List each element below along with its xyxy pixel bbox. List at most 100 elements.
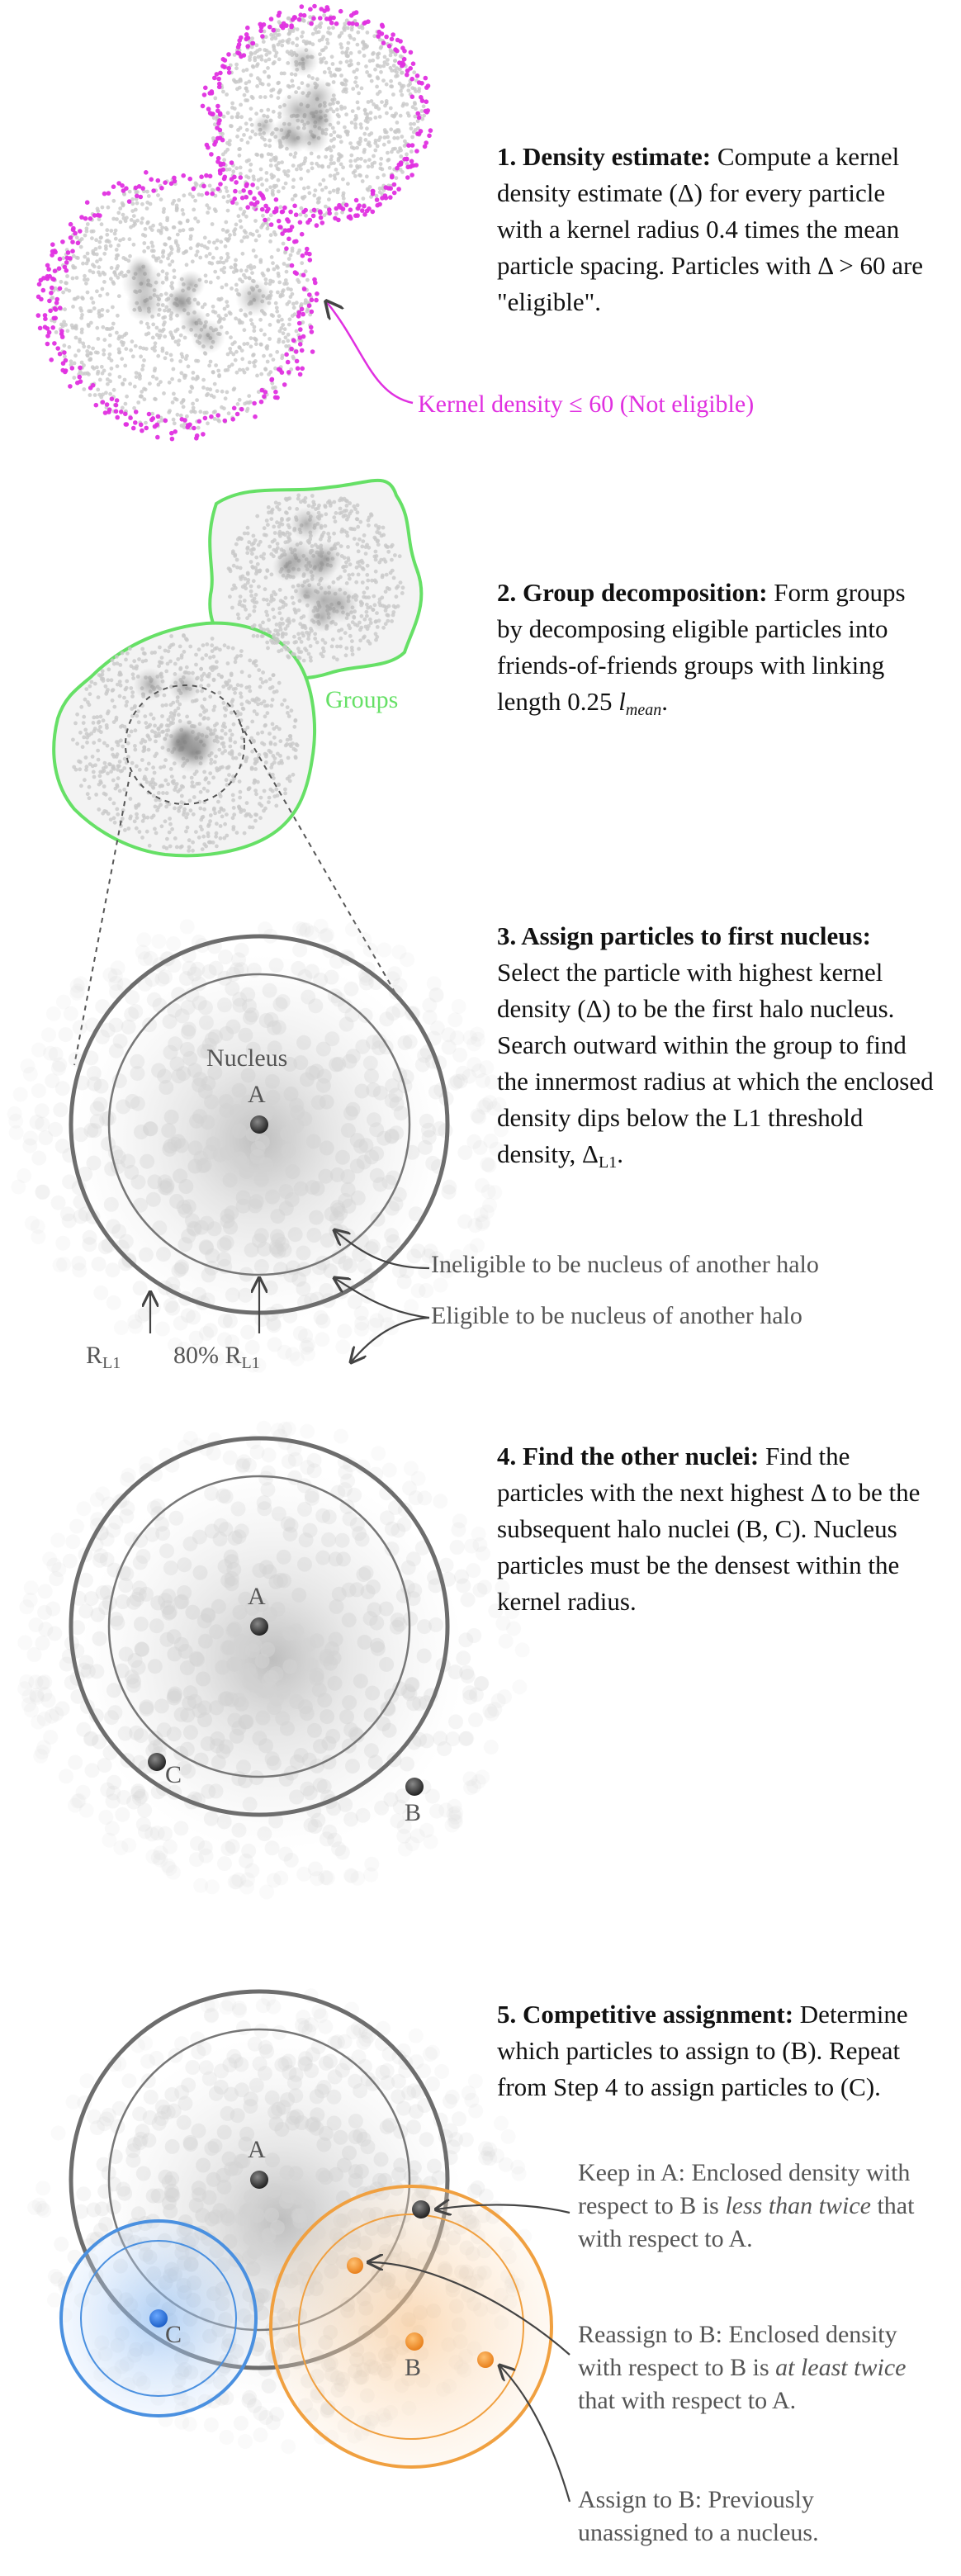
particle: [319, 1094, 334, 1110]
ineligible-particle: [201, 432, 206, 437]
particle: [78, 760, 83, 765]
particle: [410, 1283, 426, 1299]
particle: [172, 225, 177, 230]
particle: [363, 159, 367, 163]
particle: [423, 1834, 438, 1849]
particle: [62, 320, 66, 324]
particle: [182, 193, 187, 198]
particle: [447, 1075, 463, 1091]
particle: [299, 640, 304, 644]
ineligible-particle: [347, 21, 352, 26]
ineligible-particle: [116, 181, 121, 186]
ineligible-particle: [68, 384, 73, 389]
particle: [326, 164, 331, 169]
particle: [296, 1245, 311, 1261]
particle: [457, 1145, 473, 1160]
particle: [324, 1641, 340, 1657]
particle: [133, 728, 138, 733]
ineligible-particle: [140, 186, 145, 191]
particle: [108, 1612, 124, 1627]
particle: [231, 774, 235, 779]
particle: [126, 826, 131, 831]
ineligible-particle: [360, 208, 365, 213]
particle: [321, 56, 326, 61]
particle: [226, 645, 230, 650]
particle: [84, 281, 88, 286]
particle: [146, 992, 162, 1007]
ineligible-particle: [229, 160, 234, 165]
particle: [351, 87, 356, 91]
particle: [194, 830, 198, 834]
particle: [192, 1565, 208, 1580]
particle: [376, 55, 380, 60]
particle: [263, 679, 268, 684]
ineligible-particle: [84, 200, 90, 205]
ineligible-particle: [206, 107, 211, 111]
ineligible-particle: [215, 135, 220, 141]
particle: [280, 760, 284, 765]
particle: [216, 799, 220, 804]
particle: [200, 689, 205, 694]
particle: [364, 64, 368, 69]
particle: [146, 325, 151, 329]
particle: [290, 197, 295, 201]
particle: [139, 354, 144, 359]
particle: [208, 1783, 224, 1799]
ineligible-particle: [48, 308, 53, 314]
particle: [332, 515, 337, 520]
particle: [386, 549, 391, 554]
particle: [217, 690, 222, 695]
particle: [425, 1155, 441, 1171]
particle: [156, 1247, 171, 1262]
ineligible-particle: [78, 365, 83, 371]
ineligible-particle: [284, 352, 289, 358]
particle: [220, 228, 225, 232]
particle: [107, 1774, 122, 1790]
particle: [213, 1518, 229, 1533]
particle: [94, 252, 99, 257]
particle: [269, 152, 273, 157]
ineligible-particle: [277, 10, 282, 16]
particle: [156, 726, 161, 731]
particle: [220, 675, 224, 680]
particle: [225, 111, 230, 116]
ineligible-particle: [216, 84, 222, 90]
ineligible-particle: [222, 174, 228, 180]
ineligible-particle: [272, 209, 277, 215]
particle: [17, 1168, 32, 1183]
particle: [376, 942, 392, 958]
particle: [251, 579, 256, 584]
particle: [452, 1073, 468, 1089]
particle: [349, 62, 353, 67]
particle: [352, 537, 357, 541]
particle: [65, 329, 70, 334]
particle: [170, 281, 174, 285]
particle: [79, 309, 84, 313]
particle: [111, 216, 116, 221]
particle: [116, 243, 121, 248]
particle: [412, 70, 417, 75]
ineligible-particle: [57, 256, 63, 262]
ineligible-particle: [79, 215, 84, 220]
density-blob: [252, 114, 276, 138]
particle: [130, 339, 135, 344]
particle: [268, 958, 284, 973]
particle: [99, 730, 103, 735]
particle: [255, 634, 260, 638]
particle: [223, 368, 228, 372]
particle: [38, 1130, 54, 1145]
particle: [170, 259, 175, 264]
particle: [130, 713, 135, 718]
particle: [316, 1068, 332, 1084]
particle: [225, 390, 230, 395]
particle: [356, 572, 361, 577]
particle: [258, 258, 263, 263]
particle: [365, 31, 370, 35]
particle: [91, 769, 96, 774]
particle: [225, 258, 229, 263]
particle: [264, 178, 269, 182]
ineligible-particle: [52, 341, 57, 346]
particle: [211, 370, 215, 374]
particle: [58, 1027, 73, 1043]
particle: [220, 405, 224, 410]
